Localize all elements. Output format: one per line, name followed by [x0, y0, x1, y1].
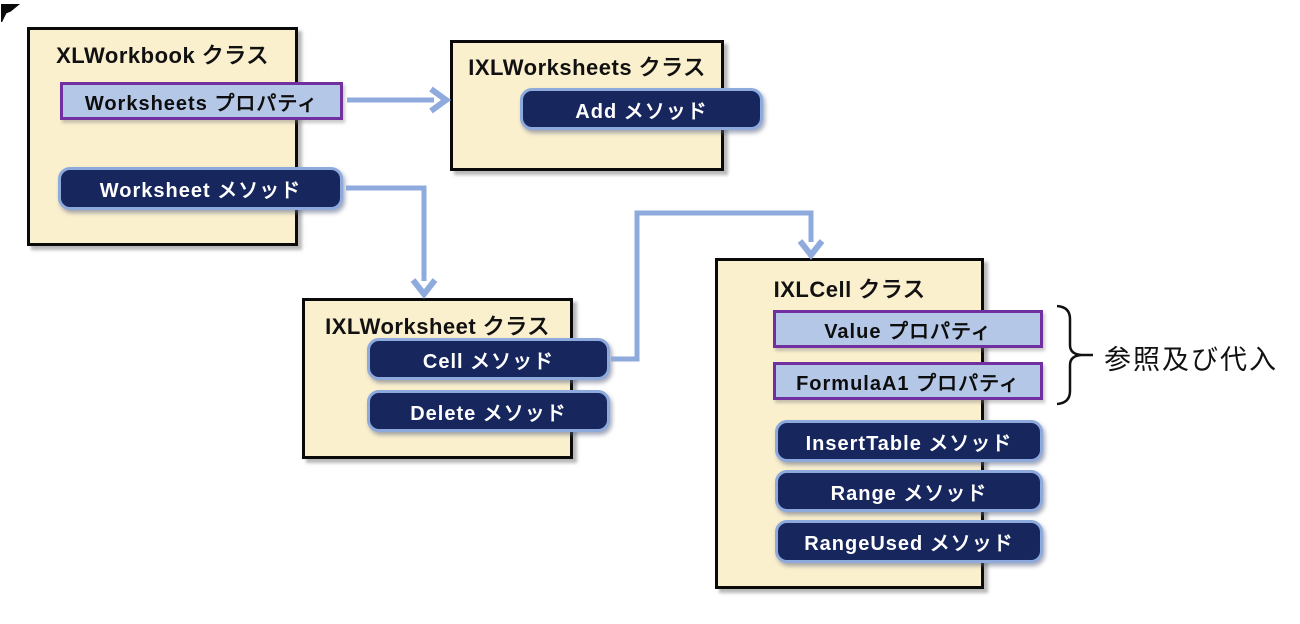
method-inserttable-label: InsertTable メソッド [805, 432, 1013, 455]
arrowhead-down-icon [410, 278, 438, 299]
method-range-label: Range メソッド [830, 482, 988, 505]
annotation-label: 参照及び代入 [1104, 345, 1278, 375]
method-inserttable: InsertTable メソッド [775, 420, 1043, 462]
property-worksheets-label: Worksheets プロパティ [84, 92, 319, 115]
method-rangeused: RangeUsed メソッド [775, 520, 1043, 563]
method-range: Range メソッド [775, 470, 1043, 512]
method-delete: Delete メソッド [367, 390, 610, 432]
annotation-brace [1056, 304, 1093, 406]
property-value: Value プロパティ [773, 310, 1043, 348]
method-rangeused-label: RangeUsed メソッド [804, 533, 1014, 555]
property-worksheets: Worksheets プロパティ [60, 82, 343, 120]
class-title-ixlworksheet: IXLWorksheet クラス [325, 314, 550, 339]
class-box-ixlworksheets: IXLWorksheets クラス Add メソッド [450, 40, 763, 171]
method-add: Add メソッド [520, 88, 763, 130]
property-value-label: Value プロパティ [824, 320, 992, 343]
method-worksheet-label: Worksheet メソッド [99, 180, 302, 202]
corner-mark [1, 4, 20, 22]
class-title-xlworkbook: XLWorkbook クラス [56, 43, 269, 68]
arrowhead-right-icon [429, 86, 452, 114]
method-cell-label: Cell メソッド [422, 350, 555, 373]
method-worksheet: Worksheet メソッド [58, 167, 343, 210]
method-cell: Cell メソッド [367, 338, 610, 380]
class-box-xlworkbook: XLWorkbook クラス Worksheets プロパティ Workshee… [27, 27, 343, 246]
class-box-ixlcell: IXLCell クラス Value プロパティ FormulaA1 プロパティ … [715, 258, 1043, 589]
method-add-label: Add メソッド [575, 100, 708, 123]
property-formulaa1-label: FormulaA1 プロパティ [796, 372, 1020, 395]
class-box-ixlworksheet: IXLWorksheet クラス Cell メソッド Delete メソッド [302, 298, 610, 459]
property-formulaa1: FormulaA1 プロパティ [773, 362, 1043, 400]
class-title-ixlworksheets: IXLWorksheets クラス [468, 55, 706, 80]
connector-worksheet-to-ixlworksheet [346, 185, 427, 281]
method-delete-label: Delete メソッド [410, 402, 567, 425]
class-title-ixlcell: IXLCell クラス [773, 277, 926, 302]
arrowhead-down-icon [797, 239, 825, 260]
